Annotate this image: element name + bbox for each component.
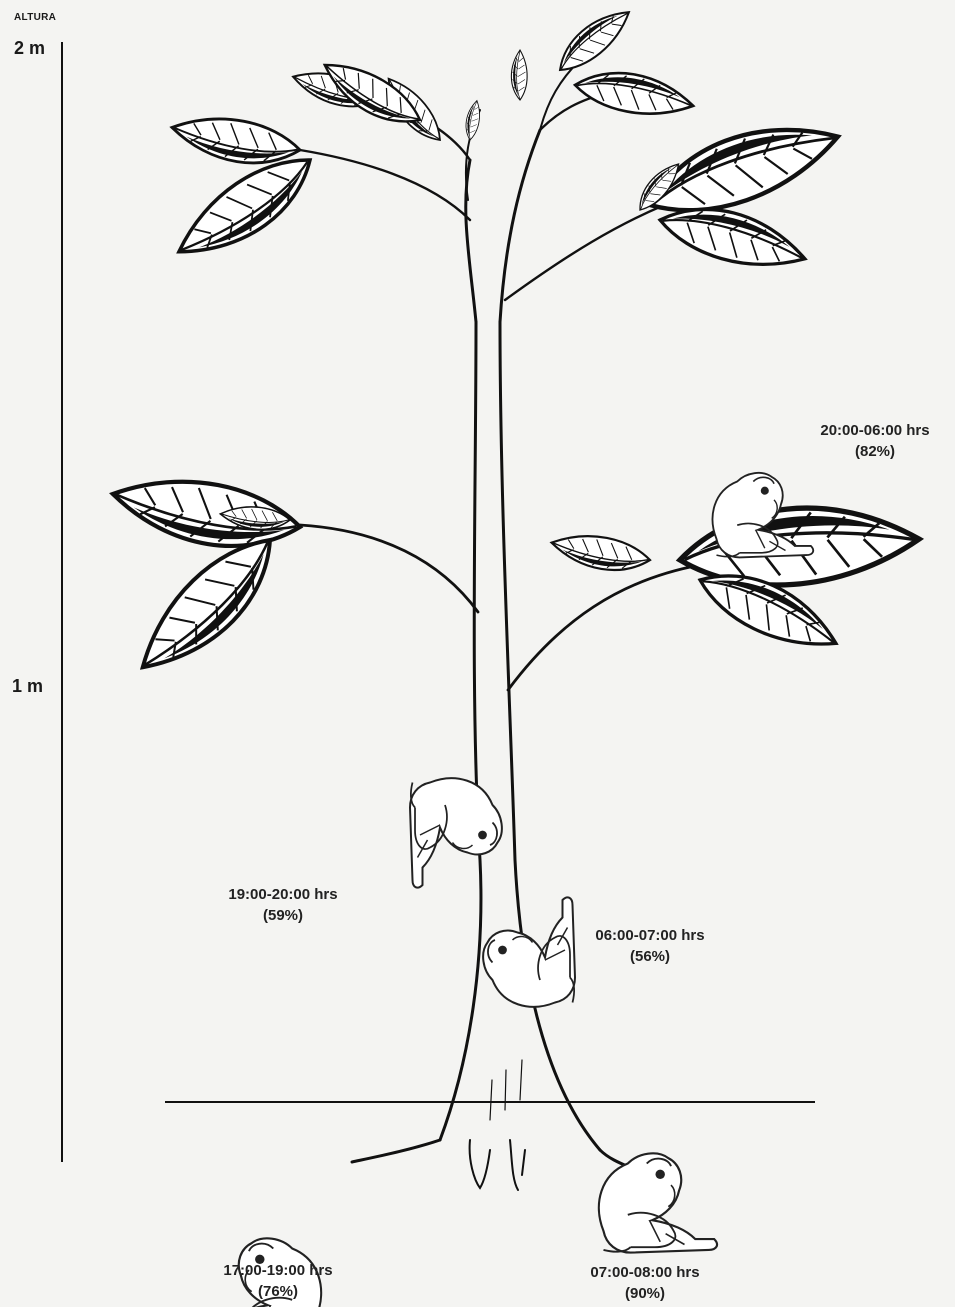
frog-on-trunk-lower <box>483 897 575 1006</box>
plant <box>300 60 700 1190</box>
leaves <box>107 0 922 689</box>
label-07-08: 07:00-08:00 hrs(90%) <box>570 1262 720 1304</box>
label-17-19: 17:00-19:00 hrs(76%) <box>203 1260 353 1302</box>
label-20-06: 20:00-06:00 hrs(82%) <box>800 420 950 462</box>
label-19-20: 19:00-20:00 hrs(59%) <box>208 884 358 926</box>
label-06-07: 06:00-07:00 hrs(56%) <box>575 925 725 967</box>
frog-ground-right <box>599 1153 717 1252</box>
frog-on-trunk-upper <box>410 778 502 887</box>
